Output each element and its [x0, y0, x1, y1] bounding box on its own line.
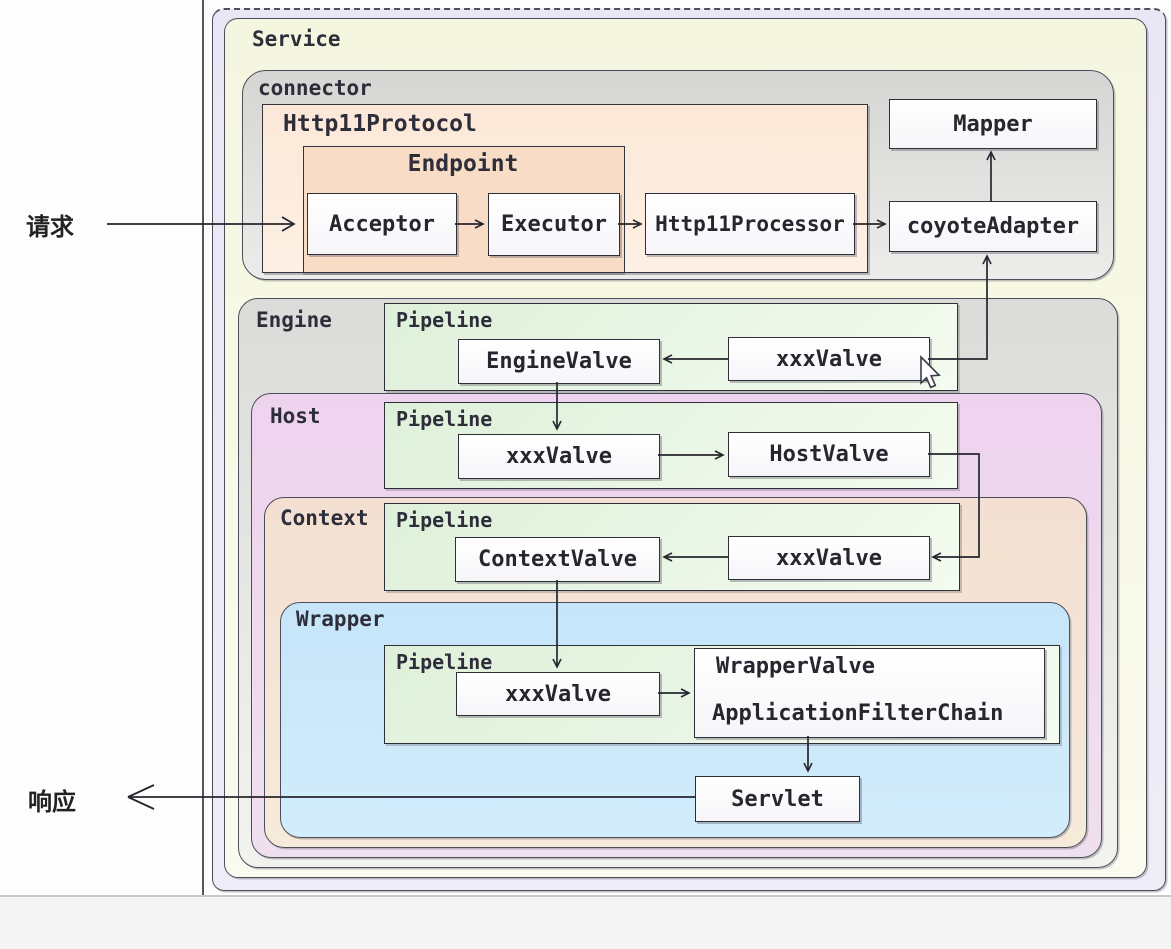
mapper-node: Mapper	[889, 99, 1097, 149]
wrapper-label: Wrapper	[296, 607, 385, 631]
http11protocol-label: Http11Protocol	[283, 111, 477, 137]
executor-label: Executor	[501, 212, 607, 237]
context-xxx-valve-node: xxxValve	[728, 536, 930, 580]
http11processor-label: Http11Processor	[655, 212, 845, 236]
left-frame-line	[202, 0, 204, 908]
engine-pipeline-label: Pipeline	[396, 308, 493, 332]
service-label: Service	[252, 27, 341, 51]
http11processor-node: Http11Processor	[645, 193, 855, 255]
context-xxx-valve-label: xxxValve	[776, 545, 882, 571]
endpoint-label: Endpoint	[407, 151, 519, 177]
context-valve-node: ContextValve	[455, 537, 660, 582]
engine-label: Engine	[256, 308, 332, 332]
request-label: 请求	[26, 213, 74, 241]
host-valve-node: HostValve	[728, 432, 930, 477]
coyote-adapter-node: coyoteAdapter	[889, 201, 1097, 252]
engine-xxx-valve-label: xxxValve	[776, 346, 882, 372]
host-valve-label: HostValve	[769, 442, 889, 467]
wrapper-xxx-valve-node: xxxValve	[456, 672, 660, 716]
host-xxx-valve-label: xxxValve	[506, 444, 612, 469]
context-label: Context	[280, 506, 369, 530]
engine-valve-node: EngineValve	[458, 339, 660, 384]
application-filter-chain-label: ApplicationFilterChain	[712, 701, 1004, 726]
context-pipeline-label: Pipeline	[396, 508, 493, 532]
executor-node: Executor	[488, 193, 620, 256]
connector-label: connector	[258, 76, 372, 100]
bottom-divider-line	[0, 895, 1171, 897]
servlet-label: Servlet	[731, 786, 824, 812]
host-label: Host	[270, 404, 321, 428]
wrapper-pipeline-label: Pipeline	[396, 650, 493, 674]
wrapper-xxx-valve-label: xxxValve	[505, 681, 611, 707]
engine-xxx-valve-node: xxxValve	[728, 337, 930, 381]
host-pipeline-label: Pipeline	[396, 407, 493, 431]
servlet-node: Servlet	[695, 776, 860, 822]
acceptor-node: Acceptor	[307, 193, 457, 255]
context-valve-label: ContextValve	[478, 547, 637, 572]
host-xxx-valve-node: xxxValve	[458, 434, 660, 479]
wrapper-valve-node	[694, 648, 1045, 738]
acceptor-label: Acceptor	[329, 211, 435, 237]
response-label: 响应	[28, 788, 76, 816]
mapper-label: Mapper	[953, 111, 1033, 137]
coyote-adapter-label: coyoteAdapter	[906, 214, 1080, 239]
footer-area	[0, 897, 1171, 949]
wrapper-valve-label: WrapperValve	[716, 654, 875, 679]
engine-valve-label: EngineValve	[486, 349, 632, 374]
